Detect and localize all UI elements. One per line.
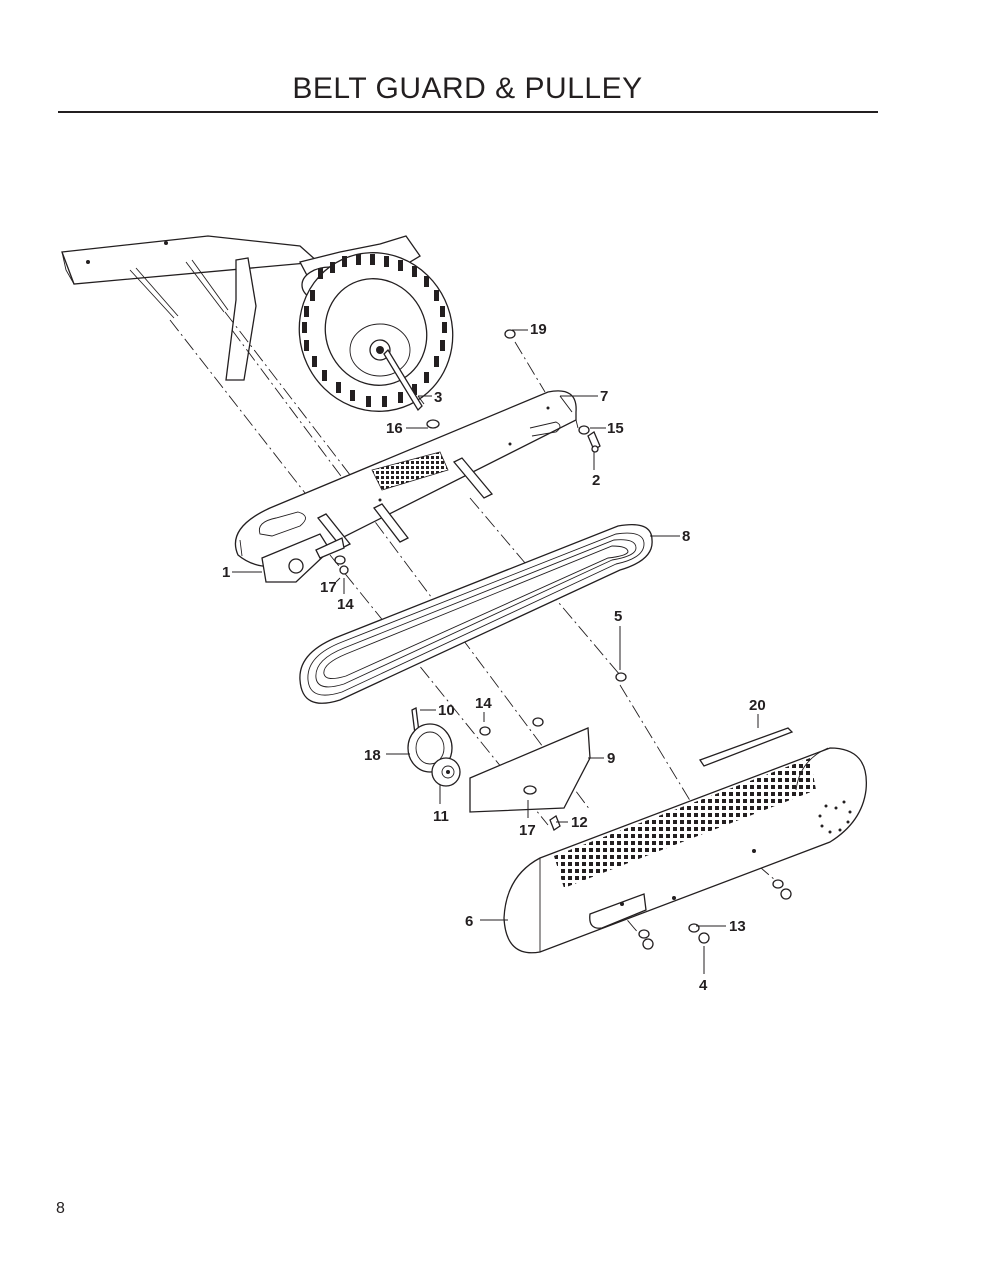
callout-1: 1: [222, 564, 230, 581]
callout-18: 18: [364, 747, 381, 764]
title-rule: [58, 111, 878, 113]
callout-labels: 19 7 3 16 15 2 8 1 17 14 5 10 14 20 18 9…: [222, 321, 766, 994]
callout-3: 3: [434, 389, 442, 406]
leader-lines: [232, 329, 759, 974]
belt-cover: [503, 747, 867, 954]
callout-15: 15: [607, 420, 624, 437]
wheel-assembly: [298, 235, 454, 412]
callout-19: 19: [530, 321, 547, 338]
belt-guard-plate: [234, 390, 579, 568]
callout-16: 16: [386, 420, 403, 437]
page-title: BELT GUARD & PULLEY: [292, 72, 643, 105]
callout-9: 9: [607, 750, 615, 767]
callout-17-lower: 17: [519, 822, 536, 839]
callout-10: 10: [438, 702, 455, 719]
callout-14-upper: 14: [337, 596, 354, 613]
callout-6: 6: [465, 913, 473, 930]
frame-bracket: [61, 235, 320, 381]
callout-4: 4: [699, 977, 708, 994]
callout-11: 11: [433, 808, 449, 825]
callout-7: 7: [600, 388, 608, 405]
drive-pulley: [407, 707, 461, 787]
callout-20: 20: [749, 697, 766, 714]
top-hardware: [504, 329, 601, 453]
axle-pin: [383, 348, 440, 429]
mounting-plate: [469, 717, 591, 831]
callout-8: 8: [682, 528, 690, 545]
callout-14-lower: 14: [475, 695, 492, 712]
callout-12: 12: [571, 814, 588, 831]
page-number: 8: [56, 1200, 65, 1217]
callout-2: 2: [592, 472, 600, 489]
hex-nut: [615, 672, 627, 682]
cover-bolts: [638, 879, 792, 950]
drive-belt: [299, 523, 653, 704]
idler-bracket: [261, 533, 349, 583]
key-bar: [699, 727, 794, 767]
callout-5: 5: [614, 608, 622, 625]
callout-17-upper: 17: [320, 579, 337, 596]
callout-13: 13: [729, 918, 746, 935]
